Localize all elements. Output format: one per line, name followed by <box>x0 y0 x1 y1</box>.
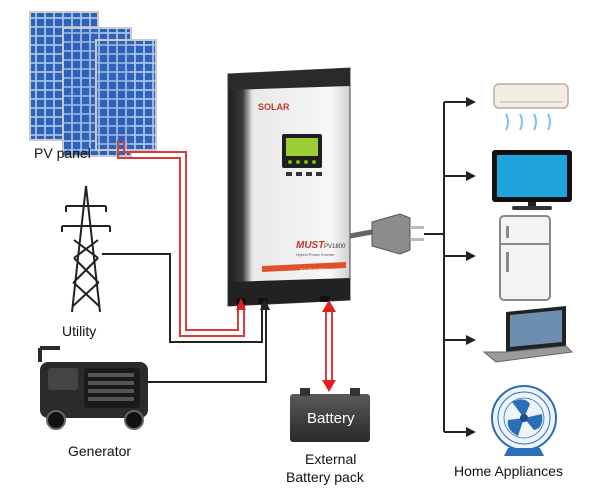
inverter-unit <box>227 67 351 307</box>
battery-label: Battery <box>307 410 355 427</box>
pv-panel-label: PV panel <box>34 145 91 161</box>
ac-input-arrow <box>260 298 270 310</box>
pv-panel-icon <box>29 11 157 157</box>
battery-wire <box>325 308 333 382</box>
fan-icon <box>491 385 557 456</box>
inverter-model-subtitle: Hybrid Power Inverter <box>296 252 335 257</box>
utility-wire <box>102 253 263 343</box>
inverter-bottom-strip: SOLAR SYSTEM <box>300 268 327 272</box>
inverter-button <box>306 172 312 176</box>
inverter-button <box>296 172 302 176</box>
inverter-button <box>286 172 292 176</box>
inverter-model-brand: MUST <box>296 240 325 251</box>
battery-arrow-down <box>322 380 336 392</box>
utility-label: Utility <box>62 323 96 339</box>
refrigerator-icon <box>499 215 551 301</box>
air-conditioner-icon <box>493 83 569 131</box>
external-label-line2: Battery pack <box>286 469 365 485</box>
external-label-line1: External <box>305 451 356 467</box>
inverter-model-number: PV1800 <box>324 244 346 250</box>
home-appliances-label: Home Appliances <box>454 463 563 479</box>
pv-wire <box>117 140 245 337</box>
battery-arrow-up <box>322 300 336 312</box>
generator-icon <box>38 346 148 430</box>
laptop-icon <box>482 306 574 363</box>
appliance-bus <box>424 101 468 433</box>
tv-icon <box>492 150 572 210</box>
generator-label: Generator <box>68 443 131 459</box>
inverter-brand: SOLAR <box>258 102 290 112</box>
plug-icon <box>349 213 424 255</box>
utility-tower-icon <box>61 185 111 313</box>
generator-wire <box>148 306 267 383</box>
battery-icon <box>290 388 370 442</box>
appliance-arrows <box>466 97 476 437</box>
pv-input-arrow <box>236 298 246 310</box>
inverter-button <box>316 172 322 176</box>
